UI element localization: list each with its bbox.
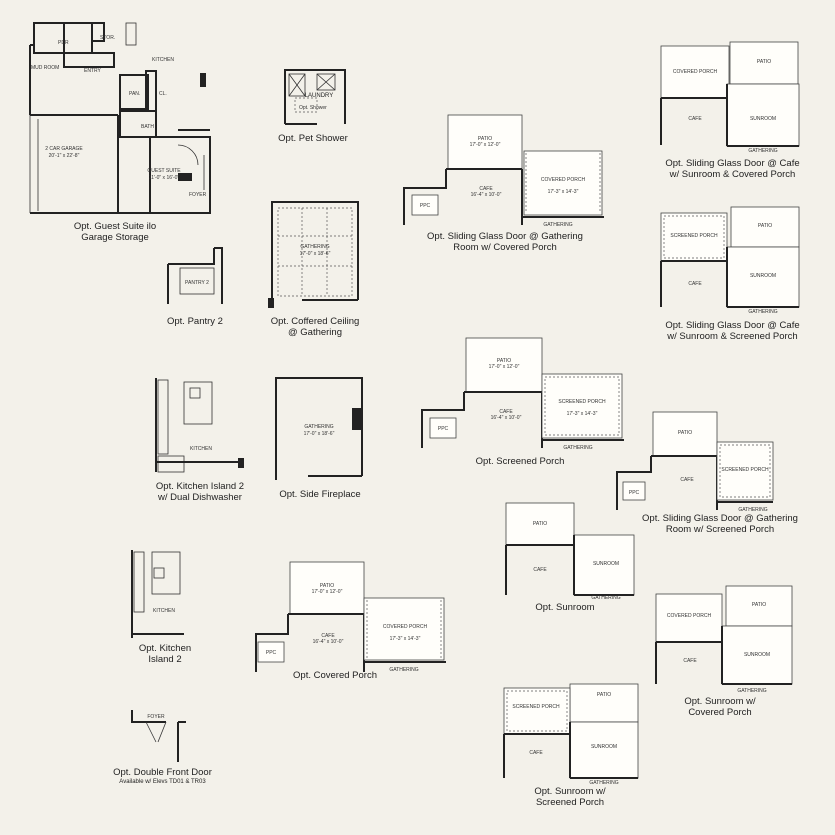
- room-foyer: FOYER: [189, 192, 207, 198]
- svg-text:SUNROOM: SUNROOM: [750, 273, 776, 279]
- svg-text:FOYER: FOYER: [147, 714, 165, 720]
- caption-pet-shower: Opt. Pet Shower: [278, 133, 348, 144]
- svg-text:16'-4" x 10'-0": 16'-4" x 10'-0": [471, 192, 502, 198]
- svg-text:PPC: PPC: [266, 650, 277, 656]
- svg-text:GATHERING: GATHERING: [737, 688, 766, 694]
- svg-text:PATIO: PATIO: [497, 358, 511, 364]
- room-patio: PATIO: [478, 136, 492, 142]
- svg-text:GATHERING: GATHERING: [589, 780, 618, 786]
- svg-text:PATIO: PATIO: [757, 59, 771, 65]
- svg-text:GATHERING: GATHERING: [738, 507, 767, 513]
- caption-covered-porch: Opt. Covered Porch: [293, 670, 377, 681]
- caption-pantry2: Opt. Pantry 2: [167, 316, 223, 327]
- room-stor: STOR.: [100, 35, 115, 41]
- svg-text:GATHERING: GATHERING: [748, 148, 777, 154]
- svg-text:PATIO: PATIO: [758, 223, 772, 229]
- room-entry: ENTRY: [84, 68, 102, 74]
- room-pantry2: PANTRY 2: [185, 280, 209, 286]
- svg-text:SCREENED PORCH: SCREENED PORCH: [512, 704, 560, 710]
- svg-text:PATIO: PATIO: [752, 602, 766, 608]
- caption-sunroom: Opt. Sunroom: [535, 602, 595, 613]
- room-ppc: PPC: [420, 203, 431, 209]
- svg-text:17'-0" x 12'-0": 17'-0" x 12'-0": [312, 589, 343, 595]
- svg-text:16'-4" x 10'-0": 16'-4" x 10'-0": [313, 639, 344, 645]
- svg-text:KITCHEN: KITCHEN: [153, 608, 175, 614]
- guest-suite-floorplan: PDR STOR. KITCHEN MUD ROOM ENTRY PAN. CL…: [28, 15, 218, 215]
- room-guest-suite-dim: 11'-0" x 16'-0": [149, 175, 180, 181]
- svg-text:CAFE: CAFE: [683, 658, 697, 664]
- svg-text:GATHERING: GATHERING: [563, 445, 592, 451]
- room-garage-dim: 20'-1" x 22'-8": [49, 153, 80, 159]
- room-kitchen: KITCHEN: [152, 57, 174, 63]
- svg-text:GATHERING: GATHERING: [304, 424, 333, 430]
- room-mud-room: MUD ROOM: [31, 65, 59, 71]
- svg-text:GATHERING: GATHERING: [591, 595, 620, 601]
- svg-text:17'-0" x 12'-0": 17'-0" x 12'-0": [489, 364, 520, 370]
- svg-text:SUNROOM: SUNROOM: [591, 744, 617, 750]
- room-pet-shower: Opt. Shower: [299, 105, 327, 111]
- room-pan: PAN.: [129, 91, 140, 97]
- svg-text:17'-3" x 14'-3": 17'-3" x 14'-3": [567, 411, 598, 417]
- room-garage: 2 CAR GARAGE: [45, 146, 83, 152]
- room-laundry: LAUNDRY: [305, 93, 334, 99]
- svg-text:GATHERING: GATHERING: [748, 309, 777, 315]
- caption-sunroom-screened: Opt. Sunroom w/Screened Porch: [534, 786, 606, 808]
- svg-text:CAFE: CAFE: [499, 409, 513, 415]
- svg-text:COVERED PORCH: COVERED PORCH: [673, 69, 718, 75]
- svg-text:GATHERING: GATHERING: [300, 244, 329, 250]
- svg-text:PATIO: PATIO: [320, 583, 334, 589]
- svg-text:CAFE: CAFE: [688, 116, 702, 122]
- svg-text:17'-0" x 18'-6": 17'-0" x 18'-6": [304, 431, 335, 437]
- svg-text:PPC: PPC: [438, 426, 449, 432]
- svg-text:17'-0" x 18'-6": 17'-0" x 18'-6": [300, 251, 331, 257]
- svg-text:SCREENED PORCH: SCREENED PORCH: [670, 233, 718, 239]
- svg-text:SUNROOM: SUNROOM: [744, 652, 770, 658]
- caption-screened-porch: Opt. Screened Porch: [475, 456, 565, 467]
- svg-text:PATIO: PATIO: [597, 692, 611, 698]
- caption-double-front-door: Opt. Double Front Door Available w/ Elev…: [95, 767, 230, 786]
- svg-text:17'-0" x 12'-0": 17'-0" x 12'-0": [470, 142, 501, 148]
- room-pdr: PDR: [58, 40, 69, 46]
- caption-sunroom-covered: Opt. Sunroom w/Covered Porch: [684, 696, 756, 718]
- svg-text:CAFE: CAFE: [321, 633, 335, 639]
- caption-side-fireplace: Opt. Side Fireplace: [279, 489, 361, 500]
- room-gathering: GATHERING: [543, 222, 572, 228]
- svg-text:GATHERING: GATHERING: [389, 667, 418, 673]
- caption-coffered: Opt. Coffered Ceiling@ Gathering: [270, 316, 360, 338]
- svg-text:CAFE: CAFE: [529, 750, 543, 756]
- room-cl: CL.: [159, 91, 167, 97]
- double-front-door-note: Available w/ Elevs TD01 & TR03: [119, 779, 206, 785]
- svg-text:PPC: PPC: [629, 490, 640, 496]
- svg-text:SUNROOM: SUNROOM: [593, 561, 619, 567]
- svg-text:PATIO: PATIO: [533, 521, 547, 527]
- svg-text:CAFE: CAFE: [533, 567, 547, 573]
- svg-text:SCREENED PORCH: SCREENED PORCH: [558, 399, 606, 405]
- room-bath: BATH: [141, 124, 154, 130]
- svg-text:17'-3" x 14'-3": 17'-3" x 14'-3": [390, 636, 421, 642]
- svg-text:CAFE: CAFE: [688, 281, 702, 287]
- svg-text:COVERED PORCH: COVERED PORCH: [383, 624, 428, 630]
- svg-text:CAFE: CAFE: [680, 477, 694, 483]
- svg-text:COVERED PORCH: COVERED PORCH: [667, 613, 712, 619]
- svg-text:16'-4" x 10'-0": 16'-4" x 10'-0": [491, 415, 522, 421]
- room-guest-suite: GUEST SUITE: [147, 168, 181, 174]
- room-covered-porch: COVERED PORCH: [541, 177, 586, 183]
- svg-text:SUNROOM: SUNROOM: [750, 116, 776, 122]
- svg-text:17'-3" x 14'-3": 17'-3" x 14'-3": [548, 189, 579, 195]
- room-cafe: CAFE: [479, 186, 493, 192]
- svg-text:SCREENED PORCH: SCREENED PORCH: [721, 467, 769, 473]
- svg-text:KITCHEN: KITCHEN: [190, 446, 212, 452]
- svg-text:PATIO: PATIO: [678, 430, 692, 436]
